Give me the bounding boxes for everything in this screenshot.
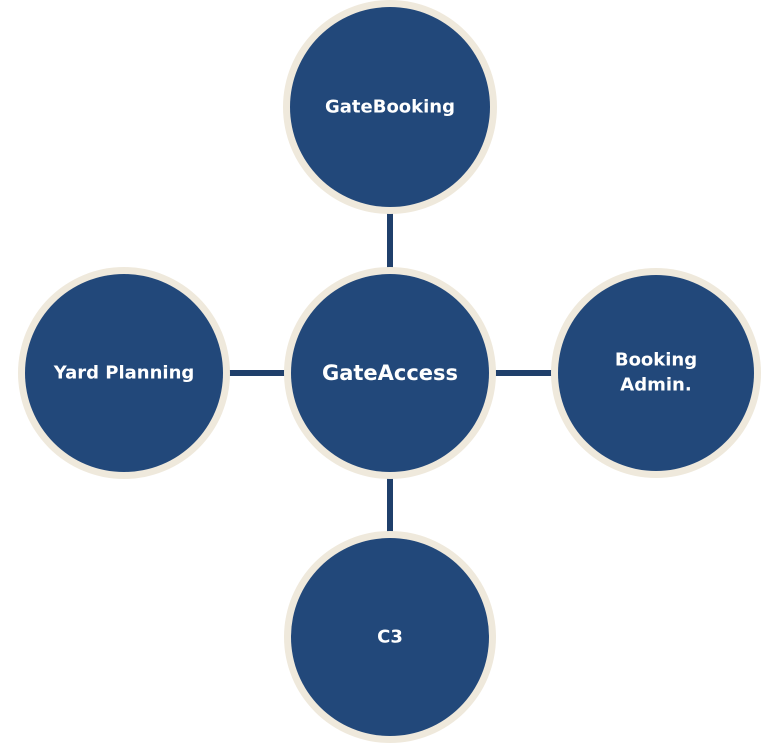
- node-yard-planning-label: Yard Planning: [53, 363, 195, 384]
- node-booking-admin: Booking Admin.: [551, 268, 761, 478]
- node-yard-planning: Yard Planning: [18, 267, 230, 479]
- node-booking-admin-label-line-1: Booking: [615, 350, 697, 371]
- node-c3: C3: [284, 531, 496, 743]
- node-gateaccess: GateAccess: [284, 267, 496, 479]
- node-c3-label: C3: [377, 627, 403, 648]
- node-gateaccess-label: GateAccess: [322, 361, 458, 385]
- node-gatebooking-label: GateBooking: [325, 97, 455, 118]
- node-gatebooking: GateBooking: [283, 0, 497, 214]
- node-booking-admin-label-line-2: Admin.: [620, 375, 691, 396]
